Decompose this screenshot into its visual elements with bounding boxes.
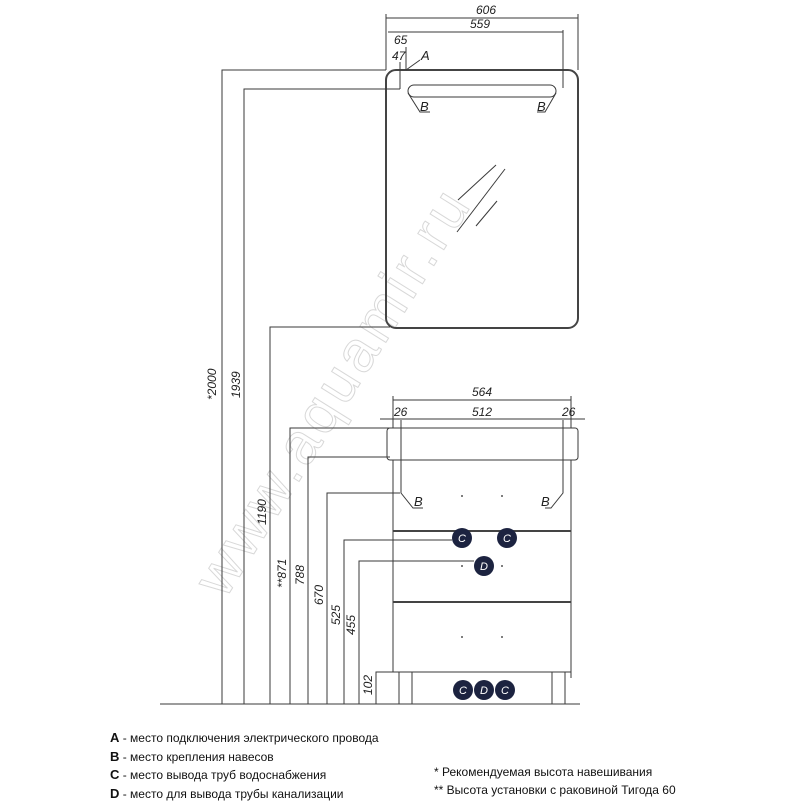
- dim-871: **871: [275, 559, 289, 588]
- svg-text:D: D: [480, 685, 488, 697]
- marker-c-bottom: C: [453, 680, 473, 700]
- legend-item-c: C - место вывода труб водоснабжения: [110, 766, 379, 785]
- legend-text: - место для вывода трубы канализации: [119, 787, 343, 801]
- legend-text: - место крепления навесов: [119, 750, 273, 764]
- dim-102: 102: [361, 675, 375, 695]
- label-b-right: B: [537, 99, 546, 114]
- dim-670: 670: [312, 585, 326, 605]
- svg-text:C: C: [459, 685, 467, 697]
- legend-item-d: D - место для вывода трубы канализации: [110, 785, 379, 803]
- dim-559: 559: [470, 17, 490, 31]
- dim-26-right: 26: [561, 405, 576, 419]
- dim-788: 788: [293, 565, 307, 585]
- vanity: 564 26 512 26 B B C C D C D C: [377, 385, 585, 704]
- dim-564: 564: [472, 385, 492, 399]
- label-b-left: B: [414, 494, 423, 509]
- dim-65: 65: [394, 33, 408, 47]
- marker-d-bottom: D: [474, 680, 494, 700]
- legend-key: A: [110, 730, 119, 745]
- dim-512: 512: [472, 405, 492, 419]
- dim-2000: *2000: [205, 368, 219, 400]
- legend-key: D: [110, 786, 119, 801]
- notes: * Рекомендуемая высота навешивания ** Вы…: [434, 764, 676, 799]
- dim-1939: 1939: [229, 371, 243, 398]
- glass-reflection: [458, 165, 496, 200]
- legend-item-b: B - место крепления навесов: [110, 748, 379, 767]
- dim-525: 525: [329, 605, 343, 625]
- sink-top: [387, 428, 578, 460]
- dim-455: 455: [344, 615, 358, 635]
- dim-26-left: 26: [393, 405, 408, 419]
- legend-text: - место подключения электрического прово…: [119, 731, 378, 745]
- label-a: A: [420, 48, 430, 63]
- marker-c: C: [497, 528, 517, 548]
- dim-47: 47: [392, 49, 407, 63]
- legend: A - место подключения электрического про…: [110, 729, 379, 803]
- marker-d: D: [474, 556, 494, 576]
- legend-key: B: [110, 749, 119, 764]
- legend-key: C: [110, 767, 119, 782]
- marker-c: C: [452, 528, 472, 548]
- svg-text:D: D: [480, 561, 488, 573]
- dim-1190: 1190: [255, 499, 269, 525]
- dim-606: 606: [476, 3, 496, 17]
- svg-text:C: C: [503, 533, 511, 545]
- watermark: www.aquamir.ru: [180, 175, 484, 608]
- label-b-right: B: [541, 494, 550, 509]
- svg-text:C: C: [501, 685, 509, 697]
- legend-text: - место вывода труб водоснабжения: [119, 768, 326, 782]
- note-installation-height: ** Высота установки с раковиной Тигода 6…: [434, 782, 676, 800]
- label-b-left: B: [420, 99, 429, 114]
- mirror-light-bar: [408, 85, 556, 97]
- marker-c-bottom: C: [495, 680, 515, 700]
- legend-item-a: A - место подключения электрического про…: [110, 729, 379, 748]
- note-recommended-height: * Рекомендуемая высота навешивания: [434, 764, 676, 782]
- svg-text:C: C: [458, 533, 466, 545]
